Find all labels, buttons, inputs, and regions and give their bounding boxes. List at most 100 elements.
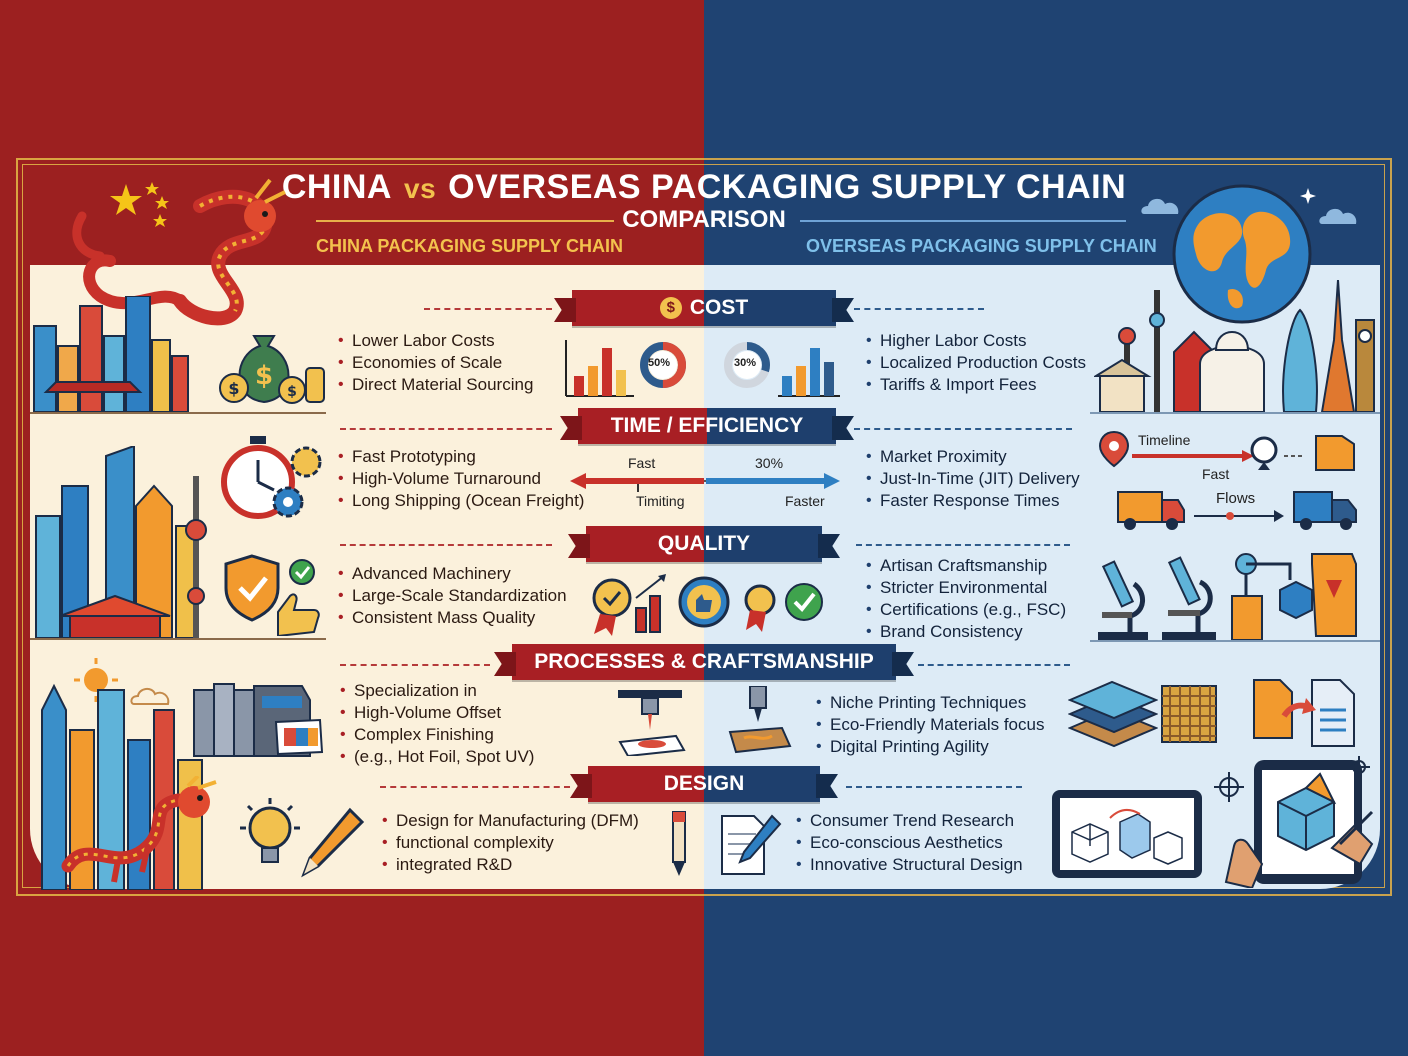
time-label: TIME / EFFICIENCY bbox=[610, 414, 804, 437]
list-item: Lower Labor Costs bbox=[338, 330, 533, 352]
list-item: Tariffs & Import Fees bbox=[866, 374, 1086, 396]
file-convert-icon bbox=[1253, 679, 1355, 747]
subtitle-rule-right bbox=[800, 220, 1126, 222]
overseas-quality-baseline bbox=[1090, 640, 1380, 642]
list-item: Long Shipping (Ocean Freight) bbox=[338, 490, 584, 512]
list-item: Higher Labor Costs bbox=[866, 330, 1086, 352]
document-pen-icon bbox=[721, 814, 782, 875]
overseas-processes-list: Niche Printing Techniques Eco-Friendly M… bbox=[816, 692, 1044, 758]
laser-cutter-icon bbox=[728, 686, 792, 754]
china-cost-list: Lower Labor Costs Economies of Scale Dir… bbox=[338, 330, 533, 396]
china-donut-chart bbox=[640, 342, 686, 388]
cloud-icon bbox=[1141, 198, 1179, 214]
microscope-icon bbox=[1098, 556, 1216, 640]
list-item: Specialization in bbox=[340, 680, 534, 702]
processes-banner: PROCESSES & CRAFTSMANSHIP bbox=[512, 644, 896, 680]
list-item-continuation: High-Volume Offset bbox=[354, 703, 502, 722]
dragon-lower-icon bbox=[61, 776, 217, 883]
overseas-donut-chart bbox=[724, 342, 770, 388]
quality-dash-right bbox=[856, 544, 1070, 546]
design-label: DESIGN bbox=[663, 772, 745, 795]
list-item: Consumer Trend Research bbox=[796, 810, 1023, 832]
china-time-list: Fast Prototyping High-Volume Turnaround … bbox=[338, 446, 584, 512]
svg-text:$: $ bbox=[287, 384, 297, 400]
china-skyline-tall-icon bbox=[35, 446, 207, 638]
china-processes-list: Specialization in High-Volume Offset Com… bbox=[340, 680, 534, 768]
title-rest: OVERSEAS PACKAGING SUPPLY CHAIN bbox=[448, 168, 1127, 206]
list-item: integrated R&D bbox=[382, 854, 639, 876]
list-item: High-Volume Turnaround bbox=[338, 468, 584, 490]
timeline-label: Timeline bbox=[1138, 432, 1191, 448]
list-item: Complex Finishing bbox=[340, 724, 534, 746]
china-skyline-icon bbox=[33, 296, 189, 412]
overseas-frame bbox=[704, 158, 1392, 896]
list-item: Brand Consistency bbox=[866, 621, 1066, 643]
list-item-continuation: Certifications (e.g., FSC) bbox=[880, 600, 1067, 619]
china-quality-baseline bbox=[30, 638, 326, 640]
overseas-heading: OVERSEAS PACKAGING SUPPLY CHAIN bbox=[806, 236, 1157, 256]
list-item: Stricter Environmental bbox=[866, 577, 1066, 599]
china-donut-label: 50% bbox=[648, 357, 671, 369]
list-item: Fast Prototyping bbox=[338, 446, 584, 468]
overseas-time-list: Market Proximity Just-In-Time (JIT) Deli… bbox=[866, 446, 1080, 512]
material-layers-icon bbox=[1068, 680, 1158, 748]
flows-label: Flows bbox=[1216, 490, 1256, 507]
stopwatch-gears-icon bbox=[221, 436, 322, 519]
overseas-bar-chart-icon bbox=[778, 348, 840, 397]
list-item: Economies of Scale bbox=[338, 352, 533, 374]
dollar-coin-icon: $ bbox=[659, 297, 682, 319]
list-item-continuation: (e.g., Hot Foil, Spot UV) bbox=[354, 747, 535, 766]
process-dash-left bbox=[340, 664, 490, 666]
sun-icon bbox=[74, 658, 118, 702]
list-item: Advanced Machinery bbox=[338, 563, 567, 585]
list-item: Digital Printing Agility bbox=[816, 736, 1044, 758]
list-item: Just-In-Time (JIT) Delivery bbox=[866, 468, 1080, 490]
design-dash-right bbox=[846, 786, 1022, 788]
world-landmarks-icon bbox=[1094, 280, 1375, 412]
quality-dash-left bbox=[340, 544, 552, 546]
list-item: Niche Printing Techniques bbox=[816, 692, 1044, 714]
subtitle-rule-left bbox=[316, 220, 614, 222]
tablet-hand-icon bbox=[1224, 760, 1374, 888]
list-item: functional complexity bbox=[382, 832, 639, 854]
timeline-delivery-icon bbox=[1098, 430, 1357, 530]
china-quality-list: Advanced Machinery Large-Scale Standardi… bbox=[338, 563, 567, 629]
overseas-cost-list: Higher Labor Costs Localized Production … bbox=[866, 330, 1086, 396]
cost-dash-left bbox=[424, 308, 552, 310]
title-china: CHINA bbox=[281, 168, 392, 206]
china-cost-baseline bbox=[30, 412, 326, 414]
list-item: Eco-Friendly Materials focus bbox=[816, 714, 1044, 736]
list-item: High-Volume Offset bbox=[340, 702, 534, 724]
list-item: Direct Material Sourcing bbox=[338, 374, 533, 396]
lightbulb-icon bbox=[240, 798, 300, 863]
design-dash-left bbox=[380, 786, 570, 788]
tablet-sketch-icon bbox=[1052, 790, 1202, 878]
dragon-icon bbox=[72, 178, 286, 326]
china-bar-chart-icon bbox=[565, 340, 634, 397]
overseas-quality-list: Artisan Craftsmanship Stricter Environme… bbox=[866, 555, 1066, 643]
mesh-material-icon bbox=[1161, 685, 1217, 743]
list-item: Design for Manufacturing (DFM) bbox=[382, 810, 639, 832]
laser-engraver-icon bbox=[618, 690, 686, 756]
time-dash-left bbox=[340, 428, 552, 430]
timeline-fast-label: Fast bbox=[1202, 466, 1230, 482]
arrow-pct-label: 30% bbox=[755, 455, 784, 471]
crosshair-icon bbox=[1214, 772, 1244, 802]
process-dash-right bbox=[918, 664, 1070, 666]
china-design-list: Design for Manufacturing (DFM) functiona… bbox=[382, 810, 639, 876]
title-vs: vs bbox=[404, 173, 437, 204]
list-item: Certifications (e.g., FSC) bbox=[866, 599, 1066, 621]
time-banner: TIME / EFFICIENCY bbox=[578, 408, 836, 444]
page-subtitle: COMPARISON bbox=[622, 206, 786, 233]
cost-label: COST bbox=[689, 296, 749, 319]
list-item: Market Proximity bbox=[866, 446, 1080, 468]
svg-text:$: $ bbox=[228, 379, 239, 398]
overseas-donut-label: 30% bbox=[734, 357, 757, 369]
overseas-design-list: Consumer Trend Research Eco-conscious Ae… bbox=[796, 810, 1023, 876]
arrow-fast-label: Fast bbox=[628, 455, 656, 471]
printing-press-icon bbox=[193, 683, 324, 757]
overseas-cost-baseline bbox=[1090, 412, 1380, 414]
list-item: Large-Scale Standardization bbox=[338, 585, 567, 607]
list-item: Consistent Mass Quality bbox=[338, 607, 567, 629]
cost-banner: $ COST bbox=[572, 290, 836, 326]
